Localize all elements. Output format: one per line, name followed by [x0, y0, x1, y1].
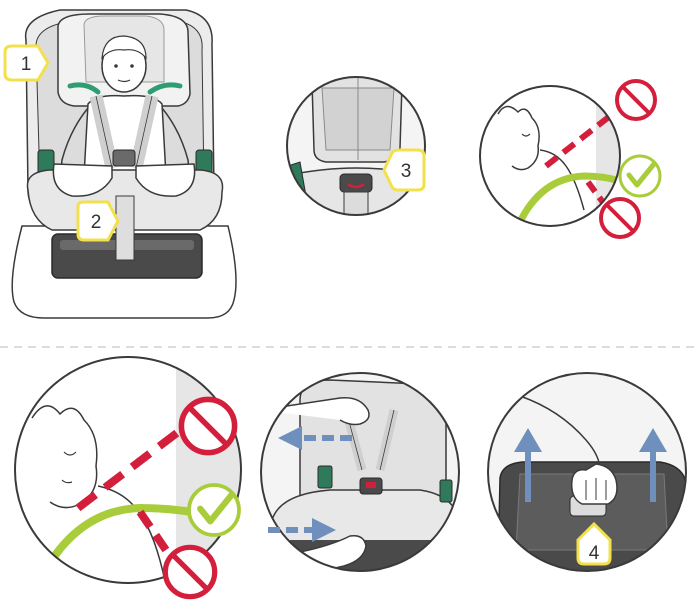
prohibited-icon — [601, 199, 639, 237]
callout-1-label: 1 — [21, 54, 32, 75]
callout-2-label: 2 — [91, 212, 102, 233]
harness-tightening-detail — [260, 372, 460, 572]
callout-1: 1 — [5, 46, 48, 80]
shoulder-belt-position-small — [480, 80, 660, 240]
check-circle-icon — [189, 485, 239, 535]
callout-3-label: 3 — [401, 161, 412, 182]
callout-4-label: 4 — [589, 543, 600, 564]
shoulder-belt-position-large — [15, 357, 266, 597]
callout-3: 3 — [384, 150, 424, 190]
prohibited-icon — [165, 547, 214, 596]
check-circle-icon — [620, 156, 660, 196]
prohibited-icon — [617, 81, 655, 119]
child-seat-illustration — [12, 10, 236, 318]
callout-2: 2 — [78, 202, 118, 240]
prohibited-icon — [181, 399, 234, 452]
